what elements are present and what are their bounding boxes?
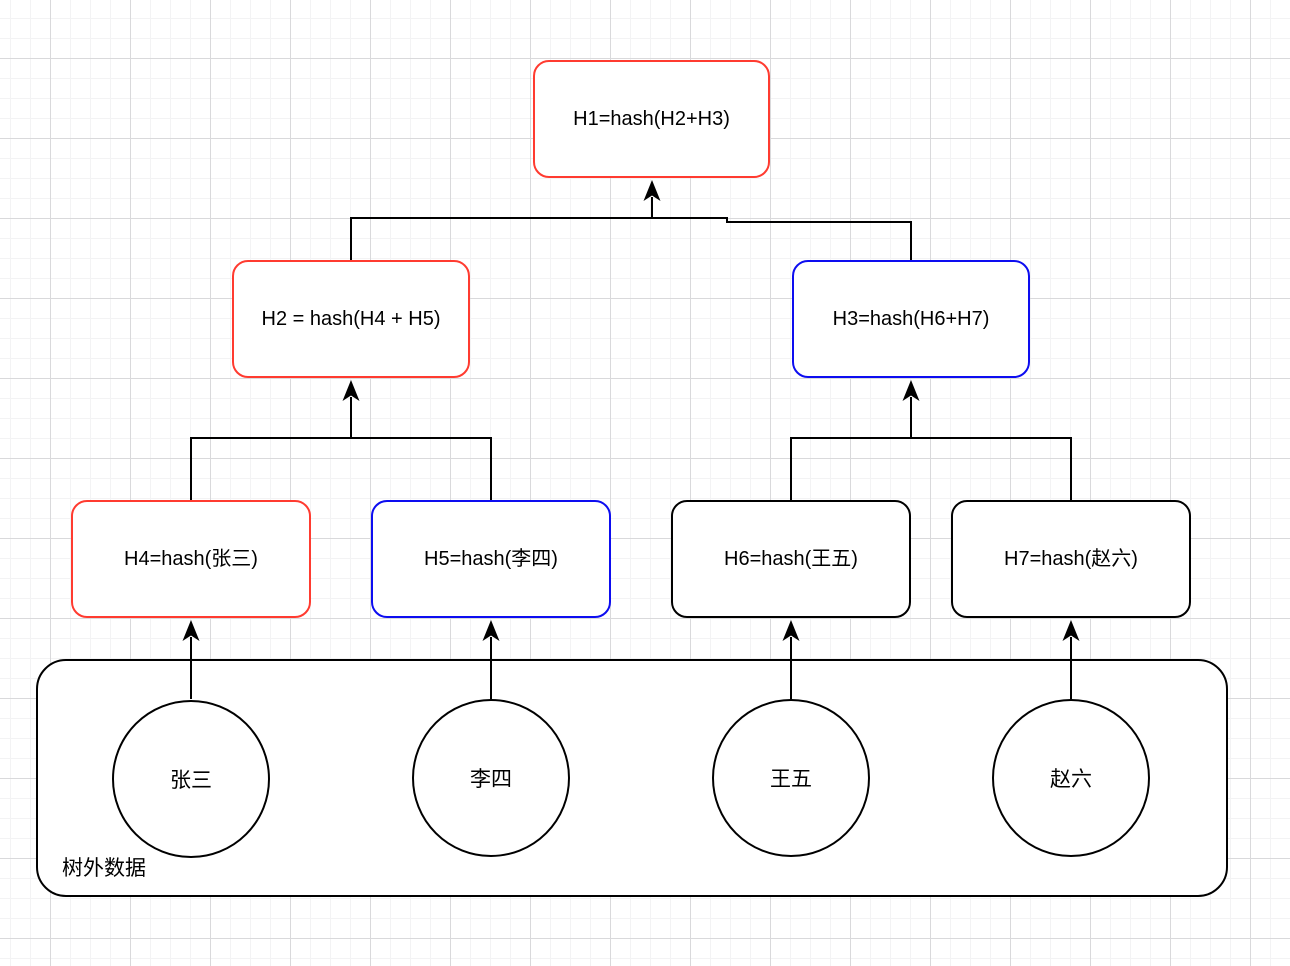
leaf-label-lisi: 李四	[470, 768, 512, 791]
leaf-circle-zhangsan: 张三	[112, 700, 270, 858]
node-h6: H6=hash(王五)	[671, 500, 911, 618]
node-h1: H1=hash(H2+H3)	[533, 60, 770, 178]
node-h3: H3=hash(H6+H7)	[792, 260, 1030, 378]
edge-h4-h5-to-h2	[190, 437, 492, 500]
leaf-label-zhangsan: 张三	[170, 769, 212, 792]
node-h1-label: H1=hash(H2+H3)	[573, 108, 730, 130]
node-h7-label: H7=hash(赵六)	[1004, 548, 1138, 570]
edge-h2-to-h1	[350, 197, 653, 260]
node-h3-label: H3=hash(H6+H7)	[832, 308, 990, 330]
node-h6-label: H6=hash(王五)	[724, 548, 858, 570]
edge-h6-h7-to-h3	[790, 437, 1072, 500]
node-h5: H5=hash(李四)	[371, 500, 611, 618]
arrowhead-into-h2	[342, 380, 360, 401]
arrowhead-into-h3	[902, 380, 920, 401]
node-h7: H7=hash(赵六)	[951, 500, 1191, 618]
leaf-circle-lisi: 李四	[412, 699, 570, 857]
leaf-label-zhaoliu: 赵六	[1050, 768, 1092, 791]
node-h2: H2 = hash(H4 + H5)	[232, 260, 470, 378]
node-h5-label: H5=hash(李四)	[424, 548, 558, 570]
leaf-circle-zhaoliu: 赵六	[992, 699, 1150, 857]
node-h4-label: H4=hash(张三)	[124, 548, 258, 570]
leaf-circle-wangwu: 王五	[712, 699, 870, 857]
arrowhead-into-h1	[643, 180, 661, 201]
node-h4: H4=hash(张三)	[71, 500, 311, 618]
leaf-label-wangwu: 王五	[770, 768, 812, 791]
node-h2-label: H2 = hash(H4 + H5)	[261, 308, 441, 330]
edge-h3-to-h1	[652, 217, 912, 260]
outside-data-label: 树外数据	[62, 857, 146, 880]
arrowhead-into-h5	[482, 620, 500, 641]
arrowhead-into-h6	[782, 620, 800, 641]
arrowhead-into-h4	[182, 620, 200, 641]
arrowhead-into-h7	[1062, 620, 1080, 641]
